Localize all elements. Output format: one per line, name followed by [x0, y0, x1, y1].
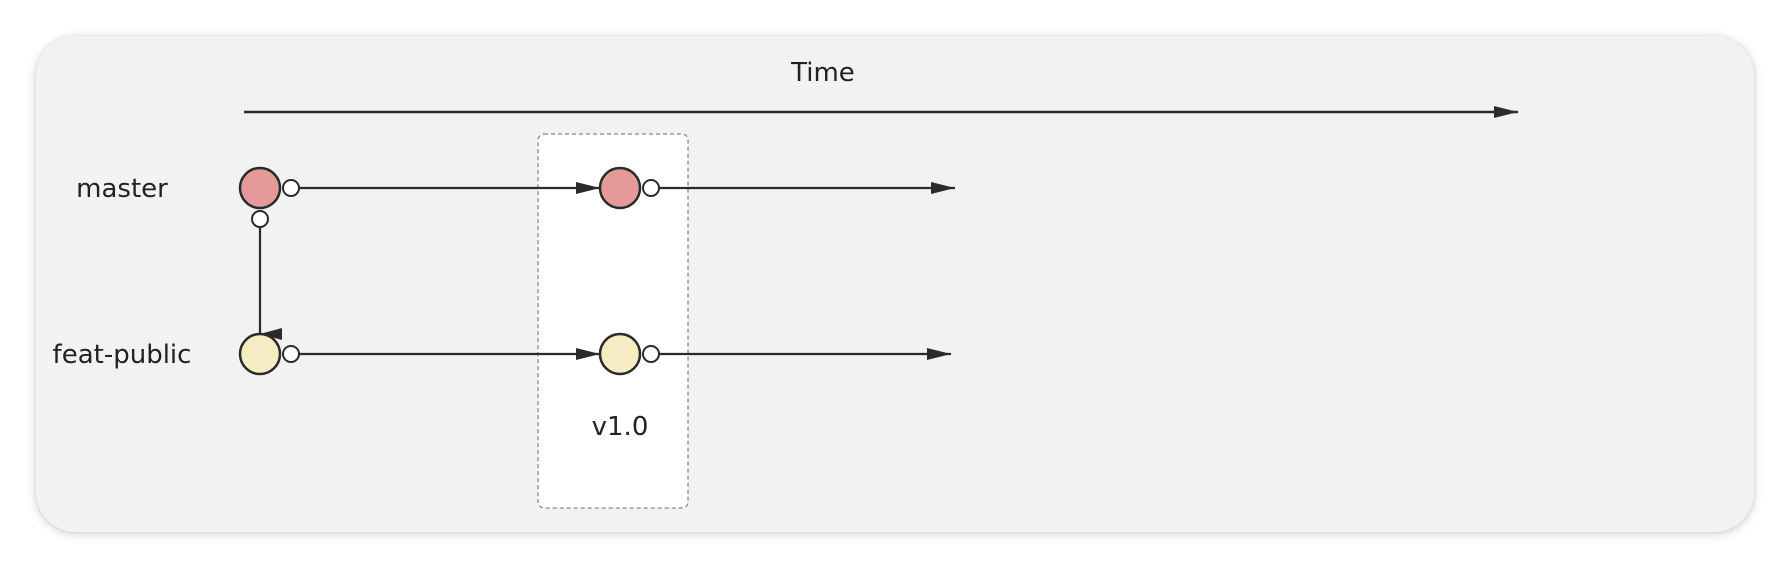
master-commit-1-port-right [282, 179, 300, 197]
master-commit-2 [598, 166, 642, 210]
release-label: v1.0 [592, 412, 649, 442]
diagram-card [36, 36, 1754, 532]
branch-label-master: master [76, 174, 168, 204]
time-label: Time [790, 58, 855, 88]
feat-public-commit-1 [238, 332, 282, 376]
master-commit-1 [238, 166, 282, 210]
branch-label-feat-public: feat-public [53, 340, 192, 370]
feat-public-commit-2 [598, 332, 642, 376]
feat-public-commit-2-port-right [642, 345, 660, 363]
feat-public-commit-1-port-right [282, 345, 300, 363]
master-commit-1-port-bottom [251, 210, 269, 228]
release-box [537, 133, 689, 509]
master-commit-2-port-right [642, 179, 660, 197]
